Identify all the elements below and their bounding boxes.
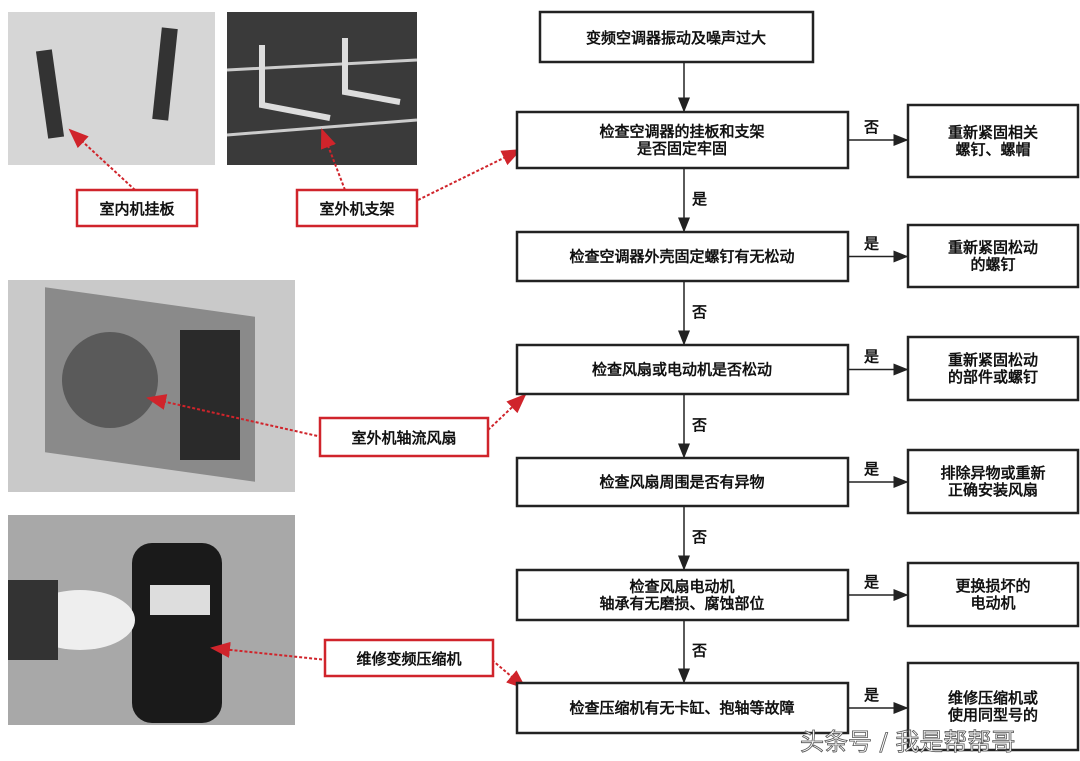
branch-label: 是	[863, 235, 880, 253]
branch-label: 否	[863, 118, 879, 136]
box-text: 电动机	[970, 594, 1015, 612]
branch-label: 是	[863, 686, 880, 704]
caption-outdoor-bracket: 室外机支架	[295, 188, 419, 228]
box-text: 轴承有无磨损、腐蚀部位	[599, 595, 764, 613]
check-step: 检查压缩机有无卡缸、抱轴等故障 是	[515, 681, 909, 735]
next-label: 否	[691, 642, 707, 660]
photo-indoor-bracket	[8, 12, 215, 165]
caption-compressor: 维修变频压缩机	[323, 638, 495, 678]
caption-outdoor-fan: 室外机轴流风扇	[318, 416, 490, 458]
svg-text:室外机轴流风扇: 室外机轴流风扇	[351, 429, 456, 447]
box-text: 检查风扇电动机	[629, 578, 734, 596]
svg-text:变频空调器振动及噪声过大: 变频空调器振动及噪声过大	[586, 29, 766, 47]
box-text: 排除异物或重新	[940, 464, 1045, 482]
box-text: 检查压缩机有无卡缸、抱轴等故障	[569, 699, 794, 717]
box-text: 正确安装风扇	[948, 481, 1038, 499]
box-text: 重新紧固松动	[948, 351, 1038, 369]
check-box	[515, 456, 850, 508]
check-box	[515, 343, 850, 396]
caption-indoor-bracket: 室内机挂板	[75, 188, 199, 228]
next-label: 否	[691, 416, 707, 434]
box-text: 重新紧固相关	[948, 124, 1038, 142]
branch-label: 是	[863, 348, 880, 366]
svg-text:室外机支架: 室外机支架	[319, 200, 394, 218]
box-text: 维修压缩机或	[948, 689, 1038, 707]
box-text: 重新紧固松动	[948, 239, 1038, 257]
photo-outdoor-fan	[8, 280, 295, 492]
branch-label: 是	[863, 573, 880, 591]
box-text: 检查风扇或电动机是否松动	[592, 361, 772, 379]
box-text: 检查空调器外壳固定螺钉有无松动	[569, 248, 794, 266]
check-box	[515, 230, 850, 283]
photo-outdoor-bracket	[226, 12, 418, 165]
box-text: 使用同型号的	[947, 706, 1038, 724]
next-label: 否	[691, 528, 707, 546]
box-text: 检查空调器的挂板和支架	[599, 123, 764, 141]
check-box	[515, 681, 850, 735]
watermark: 头条号 / 我是帮帮哥	[800, 728, 1015, 756]
check-step: 检查空调器外壳固定螺钉有无松动 是否	[515, 230, 909, 346]
svg-text:维修变频压缩机: 维修变频压缩机	[356, 650, 461, 668]
check-box	[515, 110, 850, 170]
next-label: 是	[691, 190, 708, 208]
box-text: 螺钉、螺帽	[955, 141, 1030, 159]
box-text: 的螺钉	[970, 256, 1015, 274]
start-box: 变频空调器振动及噪声过大	[538, 10, 815, 64]
svg-text:室内机挂板: 室内机挂板	[99, 200, 175, 218]
photo-compressor	[8, 515, 295, 725]
box-text: 的部件或螺钉	[948, 368, 1038, 386]
box-text: 检查风扇周围是否有异物	[599, 473, 764, 491]
check-step: 检查风扇周围是否有异物 是否	[515, 456, 909, 571]
check-step: 检查风扇或电动机是否松动 是否	[515, 343, 909, 459]
next-label: 否	[691, 303, 707, 321]
box-text: 是否固定牢固	[636, 140, 727, 158]
box-text: 更换损坏的	[955, 577, 1030, 595]
check-box	[515, 568, 850, 622]
branch-label: 是	[863, 460, 880, 478]
